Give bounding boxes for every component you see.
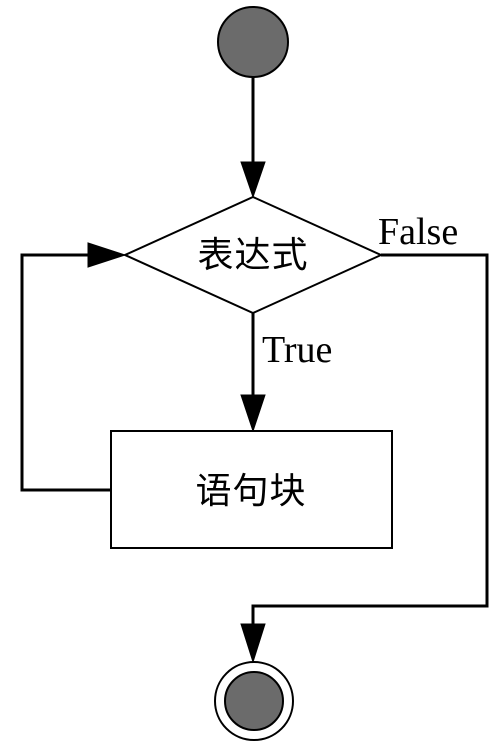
condition-false-connector — [251, 253, 489, 624]
statement-block — [110, 430, 393, 549]
condition-true-arrowhead — [240, 394, 266, 433]
start-node — [217, 6, 289, 78]
end-node — [224, 671, 284, 731]
condition-false-arrowhead — [240, 623, 266, 664]
statement-loop-back-arrowhead — [87, 242, 127, 268]
condition-false-label: False — [378, 211, 458, 253]
condition-label: 表达式 — [197, 235, 308, 276]
statement-block-label: 语句块 — [195, 471, 306, 512]
condition-true-label: True — [262, 329, 332, 371]
start-to-condition-arrowhead — [240, 161, 266, 199]
statement-loop-back-connector — [20, 253, 111, 492]
